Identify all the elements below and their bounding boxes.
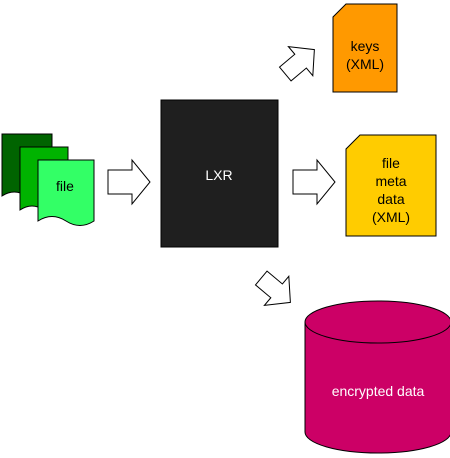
storage-cylinder-top — [304, 300, 450, 344]
storage-cylinder-body — [304, 322, 450, 454]
keys-doc-shape — [332, 3, 398, 93]
file-page-front — [37, 159, 95, 226]
processor-box: LXR — [160, 99, 279, 248]
storage-label: encrypted data — [332, 383, 425, 399]
metadata-label-line3: data — [377, 191, 404, 207]
metadata-doc-shape — [345, 134, 437, 237]
keys-label-line1: keys — [351, 38, 380, 54]
metadata-document: file meta data (XML) — [345, 134, 437, 237]
metadata-label-line4: (XML) — [372, 209, 410, 225]
processor-rect — [160, 99, 279, 248]
input-files: file — [1, 133, 95, 226]
processor-label: LXR — [205, 167, 232, 183]
keys-label-line2: (XML) — [346, 56, 384, 72]
arrow-files-to-processor — [107, 158, 151, 206]
file-label: file — [56, 178, 74, 194]
arrow-to-metadata — [292, 158, 336, 206]
metadata-label-line2: meta — [375, 173, 406, 189]
storage-cylinder: encrypted data — [304, 300, 450, 454]
arrow-to-storage — [254, 270, 291, 307]
arrow-to-keys — [278, 45, 315, 82]
keys-document: keys (XML) — [332, 3, 398, 93]
metadata-label-line1: file — [382, 155, 400, 171]
